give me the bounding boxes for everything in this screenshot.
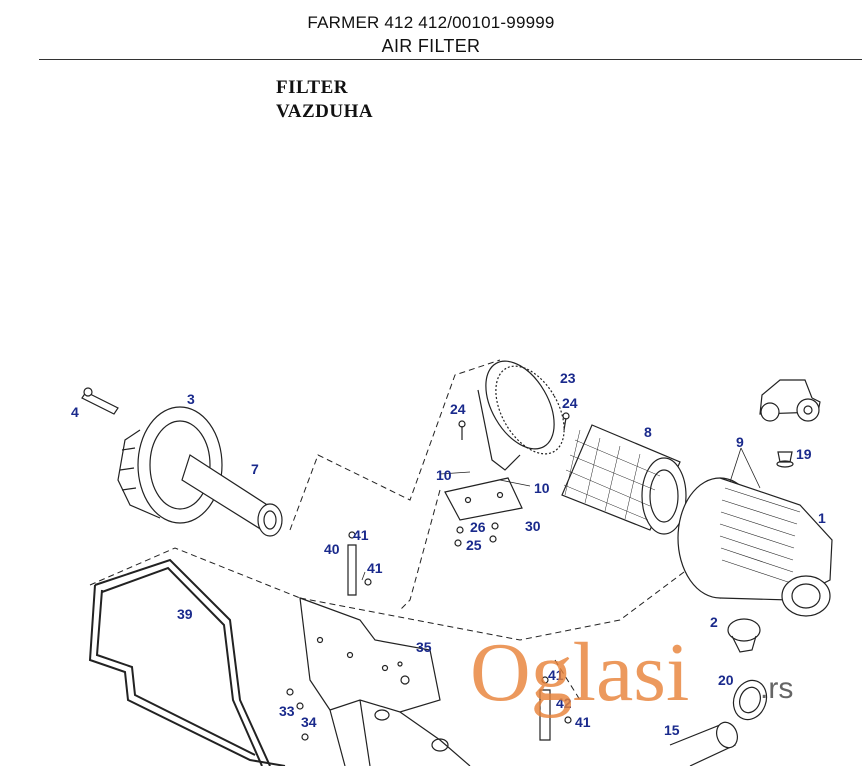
callout-39: 39 <box>177 606 193 622</box>
callout-34: 34 <box>301 714 317 730</box>
callout-15: 15 <box>664 722 680 738</box>
part-valve <box>727 618 761 653</box>
part-hose <box>669 721 738 766</box>
exploded-parts-diagram: 1 2 3 4 7 8 9 10 10 15 19 20 23 24 24 25… <box>71 359 833 766</box>
callout-9: 9 <box>736 434 744 450</box>
callout-23: 23 <box>560 370 576 386</box>
callout-labels: 1 2 3 4 7 8 9 10 10 15 19 20 23 24 24 25… <box>71 370 826 738</box>
leader-lines <box>361 447 761 581</box>
callout-41a: 41 <box>353 527 369 543</box>
header-divider <box>39 59 862 60</box>
part-seal <box>88 558 286 766</box>
part-pin <box>81 387 119 415</box>
localized-title-line1: FILTER <box>276 77 348 98</box>
callout-41c: 41 <box>548 667 564 683</box>
callout-35: 35 <box>416 639 432 655</box>
part-mounting-plate <box>299 597 471 766</box>
tractor-icon <box>759 379 821 422</box>
callout-20: 20 <box>718 672 734 688</box>
callout-24a: 24 <box>450 401 466 417</box>
watermark-brand: Oglasi <box>470 626 689 719</box>
callout-25: 25 <box>466 537 482 553</box>
watermark-suffix: .rs <box>760 672 793 705</box>
header-title: AIR FILTER <box>381 36 481 56</box>
part-filter-housing <box>677 477 833 617</box>
callout-8: 8 <box>644 424 652 440</box>
callout-1: 1 <box>818 510 826 526</box>
callout-30: 30 <box>525 518 541 534</box>
part-support-bracket <box>286 531 572 741</box>
callout-10a: 10 <box>436 467 452 483</box>
oglasi-watermark-logo: Oglasi .rs <box>470 626 793 719</box>
callout-41b: 41 <box>367 560 383 576</box>
part-end-cap <box>117 406 223 524</box>
part-band-clamp <box>477 360 565 471</box>
part-hose-clamp <box>732 679 768 721</box>
callout-7: 7 <box>251 461 259 477</box>
callout-3: 3 <box>187 391 195 407</box>
part-filter-element <box>561 424 687 535</box>
callout-26: 26 <box>470 519 486 535</box>
callout-2: 2 <box>710 614 718 630</box>
callout-40: 40 <box>324 541 340 557</box>
callout-24b: 24 <box>562 395 578 411</box>
callout-33: 33 <box>279 703 295 719</box>
callout-42: 42 <box>556 695 572 711</box>
part-indicator <box>776 451 794 468</box>
part-bracket <box>444 412 570 547</box>
callout-10b: 10 <box>534 480 550 496</box>
part-inner-tube <box>181 454 283 537</box>
localized-title-line2: VAZDUHA <box>276 101 374 122</box>
header-model: FARMER 412 412/00101-99999 <box>307 13 555 32</box>
callout-19: 19 <box>796 446 812 462</box>
callout-4: 4 <box>71 404 79 420</box>
callout-41d: 41 <box>575 714 591 730</box>
